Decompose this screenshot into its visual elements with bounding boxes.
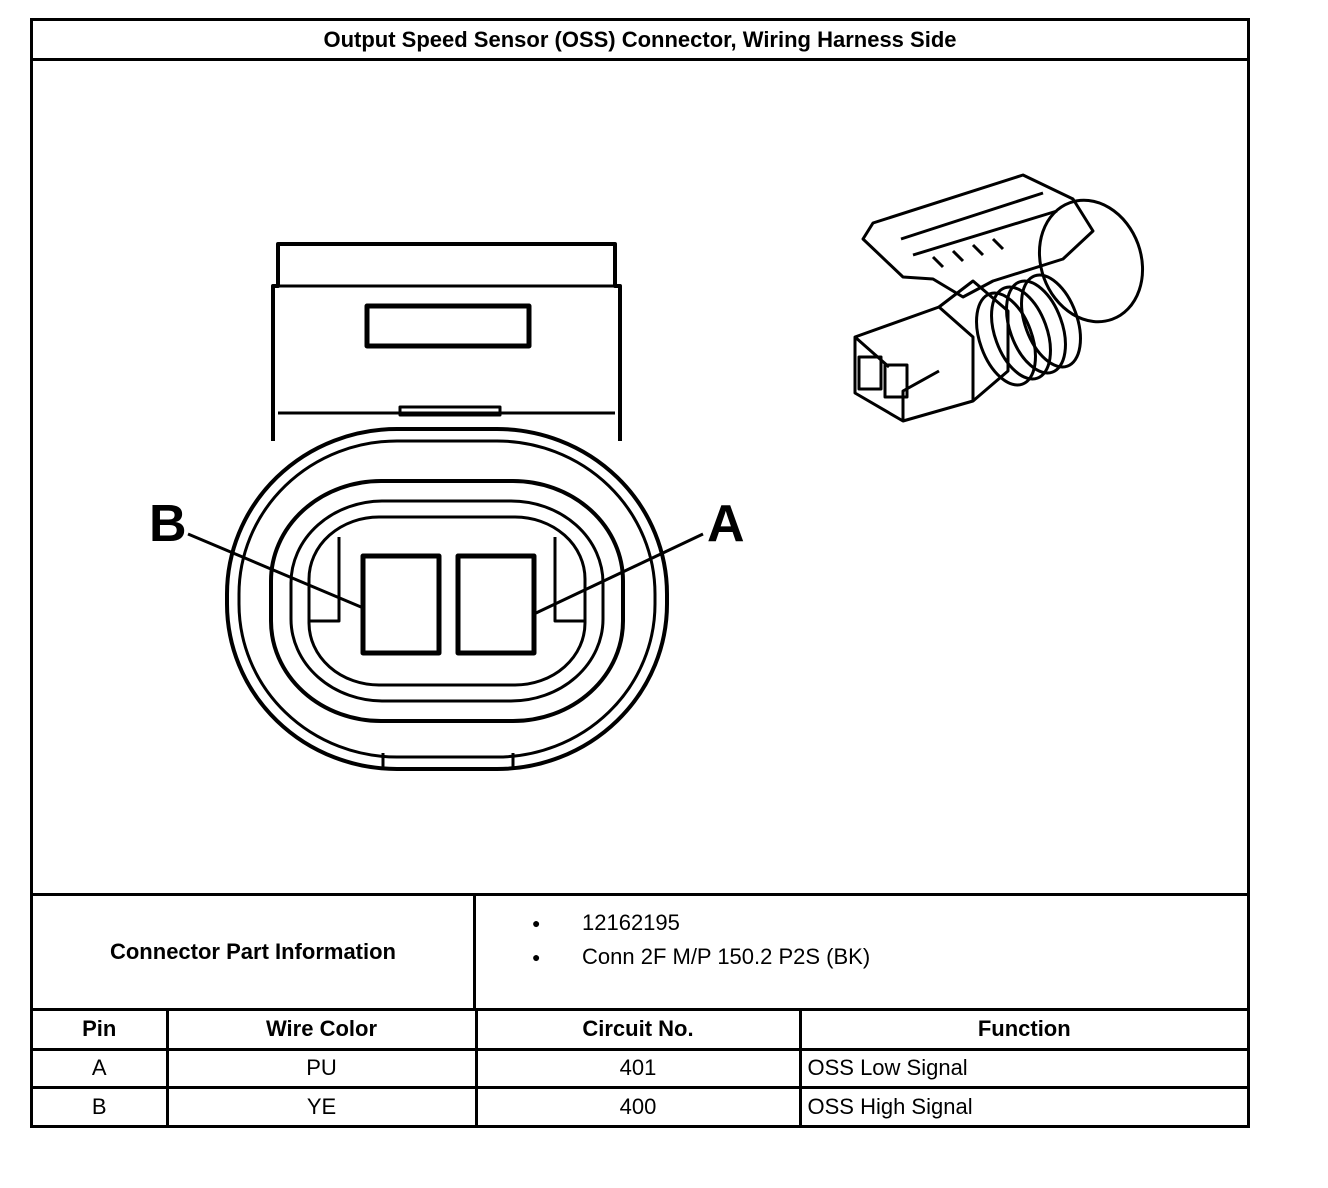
connector-sheet: Output Speed Sensor (OSS) Connector, Wir… (30, 18, 1250, 1128)
function-cell: OSS High Signal (807, 1093, 973, 1119)
connector-part-info-list: 12162195 Conn 2F M/P 150.2 P2S (BK) (476, 896, 1247, 1018)
iso-terminal-1 (857, 355, 883, 391)
pin-b-label: B (149, 495, 187, 553)
connector-outer-shell (225, 427, 669, 771)
pin-table: Pin Wire Color Circuit No. Function A PU… (33, 1011, 1247, 1125)
connector-description-item: Conn 2F M/P 150.2 P2S (BK) (476, 940, 1247, 974)
pin-a-cavity (455, 553, 537, 656)
key-notch-left (309, 537, 341, 623)
pin-cell: A (33, 1049, 169, 1089)
pin-b-leader (187, 532, 362, 609)
latch-housing (271, 242, 622, 441)
circuit-cell: 400 (476, 1087, 802, 1125)
connector-seal-ring (237, 439, 657, 759)
iso-latch-top (861, 173, 1095, 299)
connector-part-info-label: Connector Part Information (33, 896, 476, 1008)
page-title: Output Speed Sensor (OSS) Connector, Wir… (33, 21, 1247, 61)
circuit-cell: 401 (476, 1049, 802, 1089)
iso-seal-ring-3 (990, 285, 1052, 381)
iso-plug-side (938, 279, 1010, 403)
connector-inner-wall (269, 479, 625, 723)
iso-plug-edges (854, 335, 940, 421)
function-cell: OSS Low Signal (800, 1049, 1247, 1089)
connector-figure: B A (33, 61, 1247, 893)
pin-cell: B (33, 1087, 169, 1125)
part-number-item: 12162195 (476, 906, 1247, 940)
pin-b-cavity (360, 553, 442, 656)
iso-terminal-2 (883, 363, 909, 399)
latch-tab (398, 405, 502, 417)
wire-color-cell: YE (167, 1087, 478, 1125)
iso-seal-body (1037, 198, 1145, 324)
iso-plug-nose (853, 305, 975, 423)
header-circuit-no: Circuit No. (476, 1011, 802, 1051)
terminal-block (307, 515, 587, 687)
iso-seal-ring-1 (1020, 273, 1082, 369)
header-pin: Pin (33, 1011, 169, 1051)
table-row: A PU 401 OSS Low Signal (33, 1049, 1247, 1089)
iso-seal-ring-2 (1005, 279, 1067, 375)
iso-latch-ribs (900, 191, 1058, 269)
key-notch-right (553, 537, 585, 623)
wire-color-cell: PU (167, 1049, 478, 1089)
connector-part-info: Connector Part Information 12162195 Conn… (33, 893, 1247, 1011)
connector-face-diagram: B A (149, 173, 1145, 771)
pin-a-label: A (707, 495, 745, 553)
connector-cavity (289, 499, 605, 703)
connector-iso-illustration (853, 173, 1145, 423)
pin-table-header-row: Pin Wire Color Circuit No. Function (33, 1011, 1247, 1051)
table-row: B YE 400 OSS High Signal (33, 1087, 1247, 1125)
header-wire-color: Wire Color (167, 1011, 478, 1051)
pin-a-leader (535, 532, 704, 615)
latch-window (364, 303, 532, 349)
header-function: Function (800, 1011, 1247, 1051)
